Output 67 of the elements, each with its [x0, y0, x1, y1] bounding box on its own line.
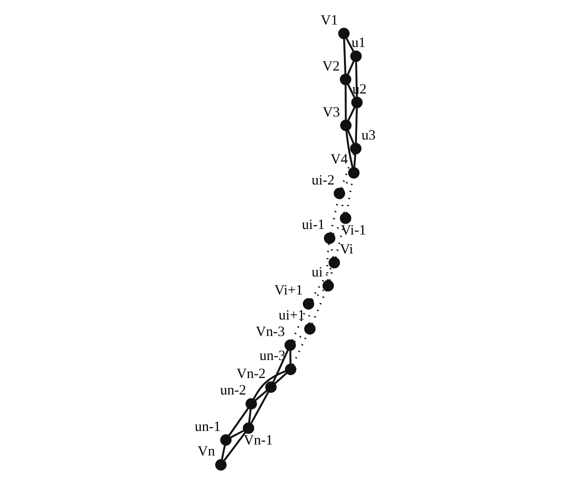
connector: [224, 432, 246, 461]
node-label: V4: [330, 152, 348, 168]
connector: [354, 108, 358, 144]
node-label: Vi+1: [274, 282, 303, 299]
node-circle: [340, 74, 352, 86]
connector: [344, 84, 347, 120]
connector: [340, 153, 355, 189]
node-circle: [350, 50, 362, 62]
connector: [312, 288, 325, 302]
connector: [252, 370, 286, 400]
node-label: Vn: [198, 444, 215, 460]
node-label: Vn-1: [244, 432, 273, 449]
node-label: ui: [312, 264, 323, 281]
node-circle: [350, 142, 362, 154]
node-label: ui-1: [302, 217, 325, 234]
node-circle: [340, 120, 352, 132]
node-label: V2: [322, 58, 340, 74]
node-circle: [324, 232, 336, 244]
node-label: Vn-3: [256, 324, 285, 340]
connector: [343, 38, 346, 74]
connector: [346, 38, 354, 52]
connector: [346, 60, 355, 75]
node-label: ui+1: [278, 308, 305, 324]
connector: [310, 266, 332, 300]
node-circle: [220, 434, 232, 446]
node-circle: [284, 339, 296, 351]
node-circle: [338, 28, 350, 40]
connector: [340, 198, 346, 214]
connector: [254, 390, 268, 401]
connector: [228, 408, 249, 436]
node-circle: [284, 364, 296, 376]
node-circle: [328, 256, 340, 268]
connector: [311, 290, 327, 324]
node-circle: [246, 398, 257, 410]
connector: [289, 350, 292, 364]
node-label: V3: [322, 104, 340, 120]
node-label: un-2: [220, 382, 246, 399]
node-label: Vn-2: [236, 366, 266, 382]
node-label: V1: [320, 12, 338, 28]
node-label: u3: [361, 127, 376, 144]
node-circle: [304, 323, 316, 335]
connector: [353, 154, 356, 168]
connector: [248, 408, 252, 424]
node-circle: [334, 188, 346, 200]
node-circle: [348, 167, 360, 179]
connector: [272, 350, 289, 383]
connector: [345, 130, 354, 168]
node-label: Vi-1: [340, 222, 366, 239]
node-label: ui-2: [312, 172, 334, 188]
connector: [347, 106, 356, 121]
connector: [332, 222, 343, 235]
node-circle: [340, 212, 352, 224]
connector: [347, 130, 355, 144]
node-circle: [242, 422, 254, 434]
node-label: Vi: [340, 242, 354, 258]
node-circle: [215, 459, 227, 471]
connector: [326, 243, 330, 281]
node-circle: [265, 381, 277, 393]
connector: [250, 391, 270, 424]
node-label: u1: [351, 35, 366, 52]
node-circle: [351, 96, 363, 108]
connector: [221, 445, 226, 460]
node-label: un-1: [194, 418, 221, 435]
node-circle: [302, 298, 314, 310]
connector: [230, 430, 244, 438]
node-circle: [322, 280, 334, 292]
connector: [274, 372, 288, 384]
